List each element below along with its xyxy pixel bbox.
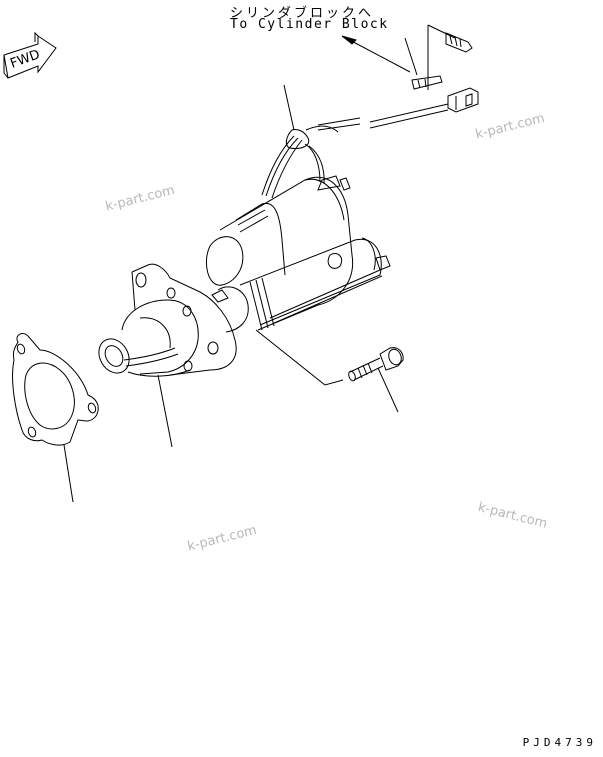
fwd-arrow-icon — [3, 31, 57, 79]
label-to-cylinder-block: To Cylinder Block — [230, 17, 389, 32]
leader-line — [157, 374, 173, 448]
mounting-bolt — [348, 347, 404, 382]
leader-line — [377, 367, 399, 413]
nose-housing — [98, 263, 237, 377]
label-japanese-to-cylinder-block: シリンダブロックへ — [230, 6, 375, 21]
leader-line — [63, 444, 74, 503]
leader-line — [283, 84, 295, 131]
wire-harness — [261, 125, 339, 199]
starter-motor-body — [206, 175, 391, 333]
bracket-bolt — [404, 24, 473, 90]
leader-line — [255, 329, 344, 386]
drawing-code: PJD4739 — [522, 736, 597, 749]
wire-connector — [317, 87, 479, 131]
direction-arrow-icon — [341, 35, 411, 73]
gasket — [12, 333, 99, 446]
